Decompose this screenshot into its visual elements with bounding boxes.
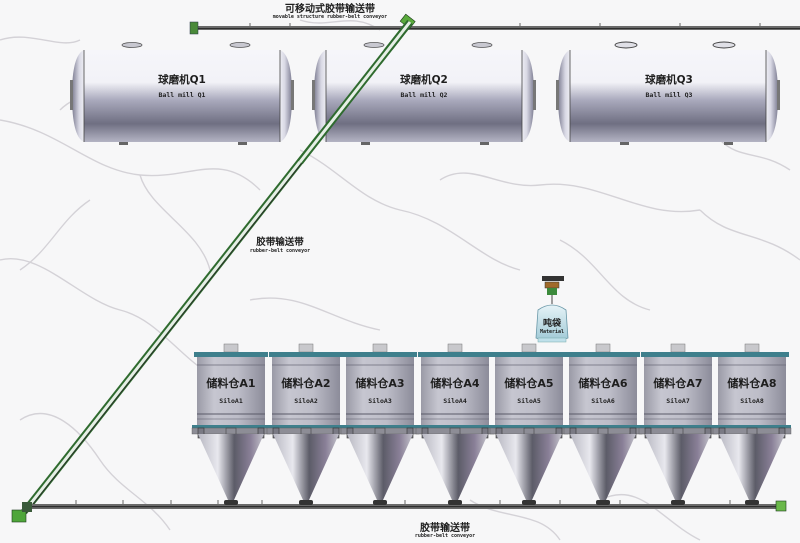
silo-a2	[266, 343, 346, 506]
silo-a5	[489, 343, 569, 506]
material-bag-label-en: Material	[539, 329, 565, 335]
silo-a7-label-en: SiloA7	[666, 397, 690, 405]
top-conveyor-label-en: movable structure rubber-belt conveyor	[272, 14, 388, 20]
ball-mill-q2-label-en: Ball mill Q2	[400, 91, 448, 99]
silo-a6	[563, 343, 643, 506]
ball-mill-q2-label: 球磨机Q2 Ball mill Q2	[374, 72, 474, 99]
silo-a8-label-en: SiloA8	[740, 397, 764, 405]
silo-a2-label-zh: 储料仓A2	[281, 377, 331, 390]
silo-a3	[340, 343, 420, 506]
silo-a7	[638, 343, 718, 506]
bottom-conveyor-label: 胶带输送带 rubber-belt conveyor	[405, 519, 485, 539]
silo-a1-label: 储料仓A1 SiloA1	[197, 375, 265, 405]
top-conveyor-label-zh: 可移动式胶带输送带	[285, 4, 375, 15]
ball-mill-q3-label-zh: 球磨机Q3	[645, 74, 693, 86]
silo-a2-label-en: SiloA2	[294, 397, 318, 405]
silo-a4	[415, 343, 495, 506]
silo-a7-label-zh: 储料仓A7	[653, 377, 703, 390]
silo-a4-label: 储料仓A4 SiloA4	[421, 375, 489, 405]
inclined-conveyor-overlay	[297, 19, 413, 165]
material-bag-label: 吨袋 Material	[534, 316, 570, 335]
silo-a8	[712, 343, 792, 506]
ball-mill-q3	[556, 41, 780, 145]
ball-mill-q3-label: 球磨机Q3 Ball mill Q3	[619, 72, 719, 99]
top-movable-conveyor	[189, 21, 800, 35]
silo-a6-label: 储料仓A6 SiloA6	[569, 375, 637, 405]
silo-a3-label-en: SiloA3	[368, 397, 392, 405]
silo-a3-label-zh: 储料仓A3	[355, 377, 405, 390]
silo-a1	[191, 343, 271, 506]
silo-a6-label-zh: 储料仓A6	[578, 377, 628, 390]
bottom-conveyor	[11, 500, 787, 523]
ball-mill-q1	[70, 42, 294, 145]
ball-mill-q1-label-zh: 球磨机Q1	[158, 74, 206, 86]
silo-a6-label-en: SiloA6	[591, 397, 615, 405]
silo-a1-label-zh: 储料仓A1	[206, 377, 256, 390]
silo-a1-label-en: SiloA1	[219, 397, 243, 405]
silo-a3-label: 储料仓A3 SiloA3	[346, 375, 414, 405]
silo-a5-label: 储料仓A5 SiloA5	[495, 375, 563, 405]
silo-a2-label: 储料仓A2 SiloA2	[272, 375, 340, 405]
inclined-conveyor-label-en: rubber-belt conveyor	[249, 248, 311, 254]
material-bag-label-zh: 吨袋	[542, 319, 561, 329]
material-bag	[535, 276, 569, 343]
inclined-conveyor-label: 胶带输送带 rubber-belt conveyor	[245, 234, 315, 254]
silo-a4-label-zh: 储料仓A4	[430, 377, 480, 390]
silo-a5-label-zh: 储料仓A5	[504, 377, 554, 390]
ball-mill-q1-label: 球磨机Q1 Ball mill Q1	[132, 72, 232, 99]
bottom-conveyor-label-zh: 胶带输送带	[420, 523, 470, 534]
inclined-conveyor-label-zh: 胶带输送带	[256, 237, 304, 248]
ball-mill-q2	[312, 42, 536, 145]
bottom-conveyor-label-en: rubber-belt conveyor	[414, 533, 476, 539]
silo-a7-label: 储料仓A7 SiloA7	[644, 375, 712, 405]
silo-a5-label-en: SiloA5	[517, 397, 541, 405]
ball-mill-q2-label-zh: 球磨机Q2	[400, 74, 448, 86]
ball-mill-q1-label-en: Ball mill Q1	[158, 91, 206, 99]
silo-a8-label: 储料仓A8 SiloA8	[718, 375, 786, 405]
silo-a8-label-zh: 储料仓A8	[727, 377, 777, 390]
marble-background	[0, 19, 800, 541]
top-conveyor-label: 可移动式胶带输送带 movable structure rubber-belt …	[250, 0, 410, 20]
silo-a4-label-en: SiloA4	[443, 397, 467, 405]
ball-mill-q3-label-en: Ball mill Q3	[645, 91, 693, 99]
